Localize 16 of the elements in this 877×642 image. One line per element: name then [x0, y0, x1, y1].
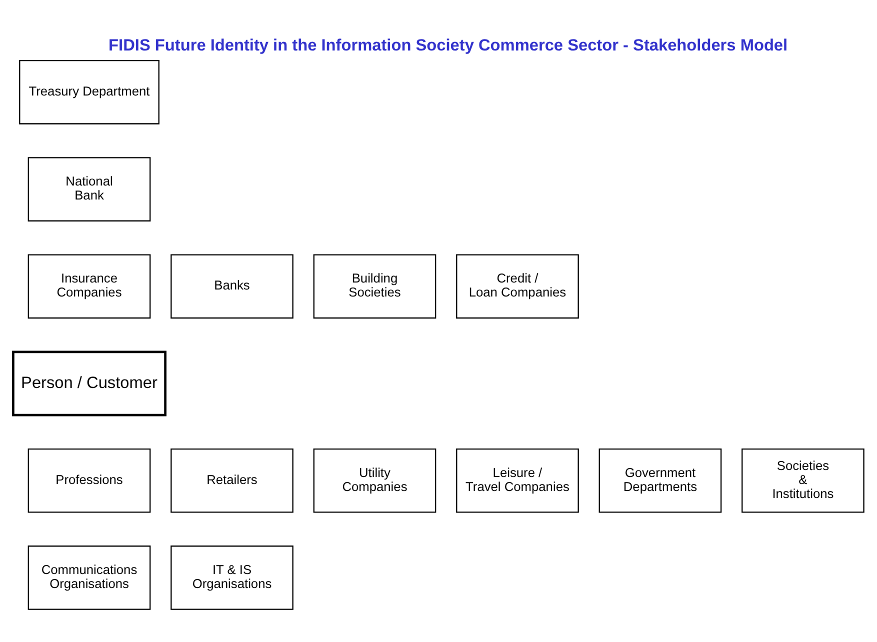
node-box: Banks: [170, 254, 294, 318]
node-box: National Bank: [28, 156, 151, 221]
node-box: Credit / Loan Companies: [456, 254, 579, 318]
node-box: Retailers: [170, 448, 294, 512]
node-box: IT & IS Organisations: [170, 545, 294, 610]
node-box: Societies & Institutions: [742, 448, 864, 512]
node-box: Insurance Companies: [28, 254, 151, 318]
node-box: Building Societies: [313, 254, 436, 318]
diagram-title: FIDIS Future Identity in the Information Society Commerce Sector - Stakeholders Model: [108, 36, 788, 54]
node-box: Communications Organisations: [28, 545, 151, 610]
node-box: Utility Companies: [313, 448, 436, 512]
node-box: Treasury Department: [19, 60, 160, 124]
node-box: Government Departments: [598, 448, 722, 512]
node-box: Professions: [28, 448, 151, 512]
node-box: Leisure / Travel Companies: [456, 448, 579, 512]
node-box: Person / Customer: [12, 350, 166, 416]
